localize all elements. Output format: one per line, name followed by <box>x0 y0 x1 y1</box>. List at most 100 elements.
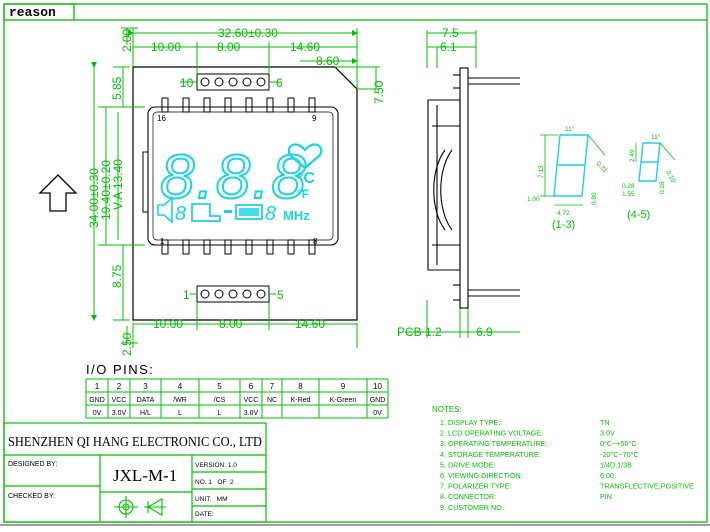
seg-digit-1 <box>553 134 589 197</box>
dim-side-61: 6.1 <box>440 40 457 54</box>
connector-pin <box>228 77 238 87</box>
lcd-pin-9: 9 <box>312 114 317 123</box>
device-icon <box>191 203 221 222</box>
lcd-pins-top <box>161 97 316 113</box>
io-header-cell: 9 <box>341 382 346 391</box>
battery-fill <box>239 208 259 216</box>
io-cell: /WR <box>173 397 187 404</box>
dim-side-75: 7.5 <box>442 26 459 40</box>
lcd-deg-f: °F <box>297 187 309 201</box>
lcd-pin <box>161 97 169 113</box>
connector-pin <box>256 289 266 299</box>
unit: UNIT: MM <box>195 496 228 503</box>
seg-d2-c: 0.10 <box>664 170 677 185</box>
lcd-pin <box>287 239 295 255</box>
dim-left-585: 5.85 <box>110 76 124 100</box>
dash-icon <box>224 210 232 213</box>
conn-bot-pin-1: 1 <box>183 288 190 302</box>
battery-icon <box>235 204 263 220</box>
dim-top-r2: 8.60 <box>316 54 340 68</box>
up-arrow-icon <box>38 174 78 212</box>
seg-d2-d: 0.28 <box>622 183 635 190</box>
dim-pcb: PCB 1.2 <box>397 325 442 339</box>
side-view: 7.5 6.1 PCB 1.2 6.9 <box>397 26 520 339</box>
seg-label-45: (4-5) <box>627 209 650 221</box>
dim-bot-right: 14.60 <box>295 317 325 331</box>
dim-side-69: 6.9 <box>476 325 493 339</box>
lcd-segments: 8.8.8 °C °F 8 8 MHz <box>157 142 323 225</box>
dim-left-875: 8.75 <box>110 264 124 288</box>
note-label: 8. CONNECTOR: <box>440 492 496 501</box>
note-label: 4. STORAGE TEMPERATURE: <box>440 450 541 459</box>
title-block-text: SHENZHEN QI HANG ELECTRONIC CO., LTD DES… <box>8 435 262 518</box>
projection-symbol <box>114 496 166 518</box>
connector-pin <box>256 77 266 87</box>
connector-pin <box>214 289 224 299</box>
lcd-pin <box>203 97 211 113</box>
speaker-icon <box>157 196 173 224</box>
notes: NOTES: 1. DISPLAY TYPE:TN2. LCD OPERATIN… <box>432 405 694 512</box>
lcd-pin <box>161 239 169 255</box>
lcd-pin <box>266 239 274 255</box>
note-value: 6:00 <box>600 471 614 480</box>
dim-bot-250: 2.50 <box>120 332 134 356</box>
note-label: 9. CUSTOMER NO: <box>440 503 504 512</box>
connector-pin <box>200 289 210 299</box>
lcd-mhz: MHz <box>283 208 310 223</box>
lcd-pin <box>308 239 316 255</box>
conn-bot-pin-5: 5 <box>277 288 284 302</box>
seg-d2-f: 0.28 <box>659 181 666 194</box>
seg-d1-d: 1.00 <box>527 196 540 203</box>
part-number: JXL-M-1 <box>113 466 177 485</box>
io-header-cell: 1 <box>95 382 100 391</box>
io-cell: L <box>178 410 182 417</box>
connector-top: 10 6 <box>180 73 283 91</box>
seg-d1-b: 0.31 <box>595 160 609 174</box>
dim-left-1940: 19.40±0.20 <box>99 160 113 220</box>
seg-d1-e: 4.72 <box>557 210 570 217</box>
dim-bot-mid: 8.00 <box>219 317 243 331</box>
lcd-pin <box>308 97 316 113</box>
io-cell: H/L <box>140 410 151 417</box>
note-label: 3. OPERATING TEMPERATURE: <box>440 439 547 448</box>
note-value: 1/4D,1/3B <box>600 460 632 469</box>
front-dim-labels: 32.60±0.30 10.00 8.00 14.60 8.60 2.00 5.… <box>87 26 386 356</box>
lcd-pin <box>224 239 232 255</box>
io-title: I/O PINS: <box>86 362 154 377</box>
dim-bot-left: 10.00 <box>153 317 183 331</box>
lcd-window <box>152 111 334 241</box>
lcd-pin-16: 16 <box>157 114 166 123</box>
note-label: 1. DISPLAY TYPE: <box>440 418 500 427</box>
io-cell: VCC <box>244 397 259 404</box>
front-view: 16 9 1 8 10 6 1 5 8.8.8 °C °F <box>38 26 386 356</box>
lcd-pin <box>287 97 295 113</box>
connector-pin <box>242 289 252 299</box>
seg-label-13: (1-3) <box>552 219 575 231</box>
lcd-small-8-left: 8 <box>175 203 186 225</box>
dim-top-mid: 8.00 <box>217 40 241 54</box>
note-label: 6. VIEWING DIRECTION: <box>440 471 523 480</box>
glass-bump <box>142 151 148 213</box>
io-cell: NC <box>267 397 277 404</box>
lcd-digits: 8.8.8 <box>160 143 308 212</box>
note-value: 0°C~+50°C <box>600 439 637 448</box>
connector-pin <box>228 289 238 299</box>
lcd-deg-c: °C <box>297 170 315 187</box>
io-header-cell: 4 <box>178 382 183 391</box>
seg-digit-2 <box>638 142 661 182</box>
connector-pin <box>242 77 252 87</box>
date: DATE: <box>195 511 214 518</box>
lcd-pin-1: 1 <box>160 237 165 246</box>
dim-top-2: 2.00 <box>120 28 134 52</box>
title-block <box>3 422 267 523</box>
seg-d2-b: 11° <box>651 133 661 141</box>
version: VERSION: 1.0 <box>195 462 237 469</box>
dim-top-overall: 32.60±0.30 <box>218 26 278 40</box>
segment-detail: 11° 0.31 7.13 1.00 4.72 0.80 2.49 11° 0.… <box>527 125 677 231</box>
lcd-glass <box>147 106 339 246</box>
note-value: -20°C~70°C <box>600 450 639 459</box>
note-value: 3.0V <box>600 429 615 438</box>
